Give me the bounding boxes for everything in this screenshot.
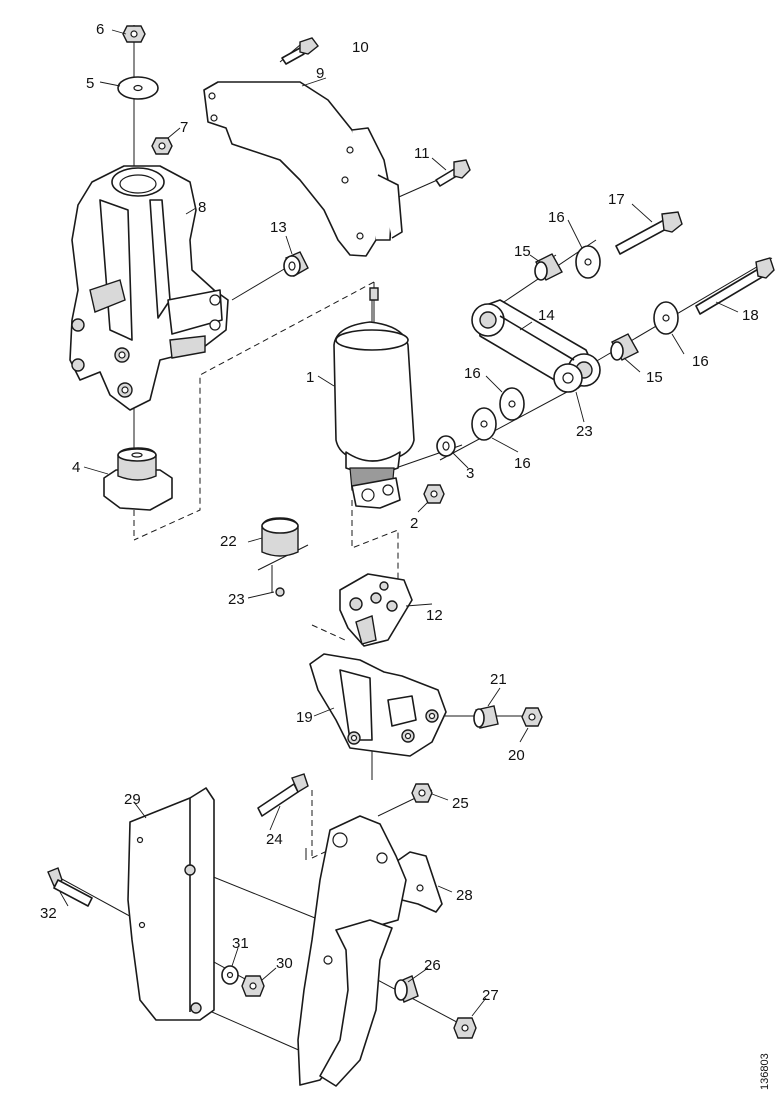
part-21-bushing: [473, 705, 499, 729]
part-13-bushing: [283, 251, 309, 277]
callout-9: 9: [316, 65, 324, 82]
leader-lines: [59, 29, 739, 1017]
part-22-rubber-block: [261, 517, 299, 557]
reference-code: 136803: [759, 1053, 771, 1090]
callout-31: 31: [232, 935, 249, 952]
part-17-bolt: [615, 211, 683, 255]
part-2-nut: [423, 484, 445, 504]
part-30-nut: [241, 975, 265, 997]
callout-20: 20: [508, 747, 525, 764]
part-7-nut: [151, 137, 173, 155]
part-24-bolt: [257, 773, 309, 817]
callout-27: 27: [482, 987, 499, 1004]
callout-23b: 23: [576, 423, 593, 440]
part-18-long-bolt: [695, 257, 775, 315]
callout-16d: 16: [514, 455, 531, 472]
part-6-nut: [122, 25, 146, 43]
callout-16b: 16: [692, 353, 709, 370]
callout-6: 6: [96, 21, 104, 38]
part-12-valve-block: [339, 573, 413, 647]
part-31-washer: [221, 965, 239, 985]
part-11-bolt: [435, 159, 471, 187]
part-15-spacer-lower: [610, 333, 639, 361]
callout-labels: 6 5 7 8 10 9 11 13 1 4 3 2 22 23 12 19 2…: [40, 21, 759, 1004]
callout-15a: 15: [514, 243, 531, 260]
part-1-air-spring: [333, 282, 415, 509]
callout-24: 24: [266, 831, 283, 848]
callout-5: 5: [86, 75, 94, 92]
callout-13: 13: [270, 219, 287, 236]
part-16-washer-c: [499, 387, 525, 421]
callout-28: 28: [456, 887, 473, 904]
part-32-bolt: [47, 867, 93, 907]
callout-30: 30: [276, 955, 293, 972]
part-16-washer-d: [471, 407, 497, 441]
callout-2: 2: [410, 515, 418, 532]
part-16-washer-a: [575, 245, 601, 279]
part-15-spacer-upper: [534, 253, 563, 281]
callout-11: 11: [414, 145, 430, 162]
callout-3: 3: [466, 465, 474, 482]
part-8-main-bracket: [69, 165, 229, 411]
callout-8: 8: [198, 199, 206, 216]
callout-10: 10: [352, 39, 369, 56]
part-29-plate: [127, 787, 215, 1021]
part-10-bolt: [281, 37, 319, 65]
part-27-arm-assembly: [297, 815, 407, 1087]
callout-12: 12: [426, 607, 443, 624]
callout-19: 19: [296, 709, 313, 726]
callout-16a: 16: [548, 209, 565, 226]
callout-29: 29: [124, 791, 141, 808]
part-25-nut: [411, 783, 433, 803]
callout-22: 22: [220, 533, 237, 550]
part-14-link: [471, 299, 601, 393]
callout-7: 7: [180, 119, 188, 136]
callout-18: 18: [742, 307, 759, 324]
part-23-stud: [275, 587, 285, 597]
part-5-washer: [117, 76, 159, 100]
part-3-bushing: [436, 435, 456, 457]
part-16-washer-b: [653, 301, 679, 335]
callout-26: 26: [424, 957, 441, 974]
part-4-rubber-mount: [103, 447, 173, 511]
part-20-nut: [521, 707, 543, 727]
callout-32: 32: [40, 905, 57, 922]
callout-4: 4: [72, 459, 80, 476]
callout-21: 21: [490, 671, 507, 688]
part-9-curved-plate: [203, 81, 403, 257]
part-26-bushing: [394, 975, 419, 1003]
callout-14: 14: [538, 307, 555, 324]
part-27-nut: [453, 1017, 477, 1039]
callout-16c: 16: [464, 365, 481, 382]
callout-25: 25: [452, 795, 469, 812]
callout-15b: 15: [646, 369, 663, 386]
callout-1: 1: [306, 369, 314, 386]
callout-17: 17: [608, 191, 625, 208]
callout-23a: 23: [228, 591, 245, 608]
part-19-lower-bracket: [309, 653, 447, 757]
